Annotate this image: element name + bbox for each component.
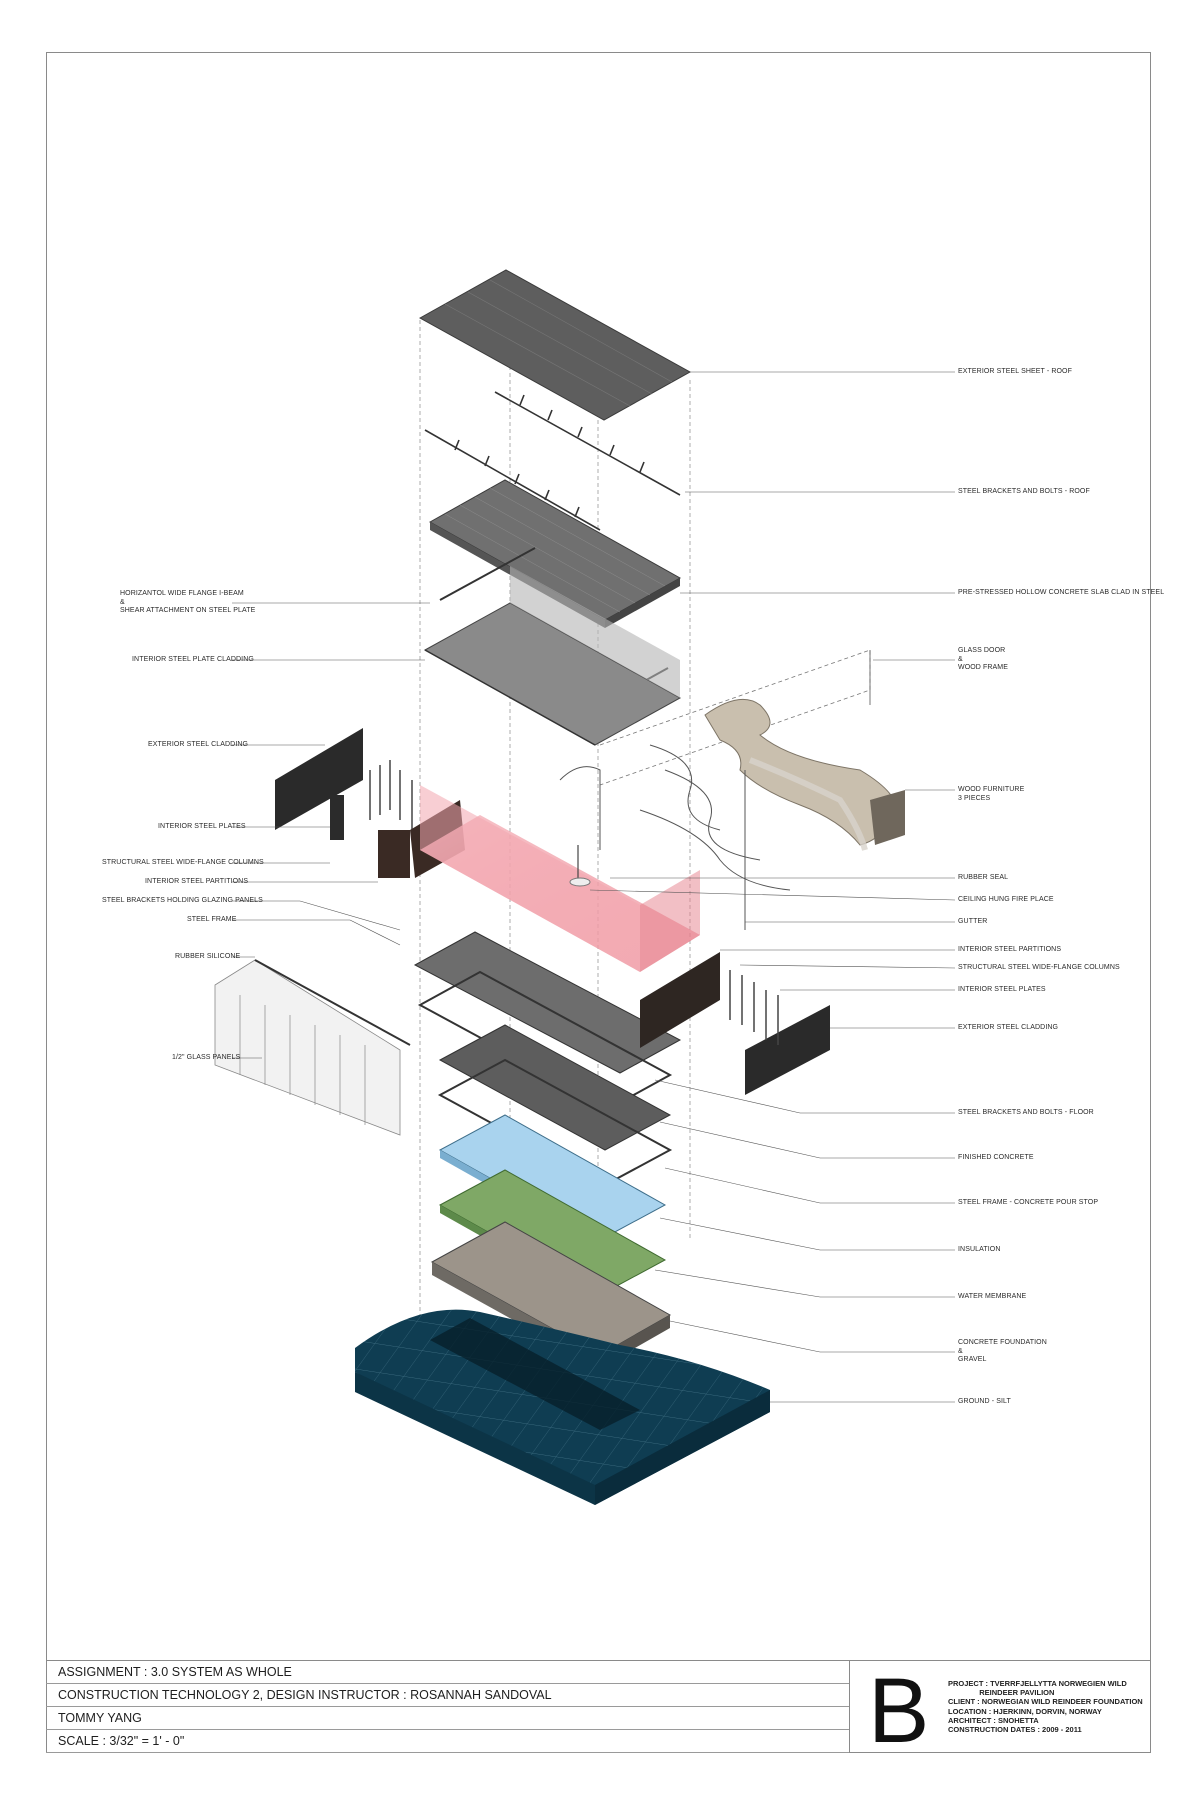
- student-row: TOMMY YANG: [46, 1707, 849, 1730]
- label-pour-stop-frame: STEEL FRAME - CONCRETE POUR STOP: [958, 1199, 1099, 1206]
- label-steel-brackets-glazing: STEEL BRACKETS HOLDING GLAZING PANELS: [102, 897, 263, 904]
- roof-steel-sheet: [418, 269, 692, 421]
- label-ground-silt: GROUND - SILT: [958, 1398, 1011, 1405]
- project-line: CLIENT : NORWEGIAN WILD REINDEER FOUNDAT…: [948, 1697, 1143, 1707]
- label-rubber-seal: RUBBER SEAL: [958, 874, 1009, 881]
- wood-furniture: [704, 698, 905, 851]
- ground-silt: [355, 1309, 770, 1505]
- label-structural-columns-left: STRUCTURAL STEEL WIDE-FLANGE COLUMNS: [102, 859, 264, 866]
- label-interior-steel-plate-cladding: INTERIOR STEEL PLATE CLADDING: [132, 656, 254, 663]
- label-gutter: GUTTER: [958, 918, 988, 925]
- label-insulation: INSULATION: [958, 1246, 1001, 1253]
- scale-row: SCALE : 3/32" = 1' - 0": [46, 1730, 849, 1753]
- title-block: ASSIGNMENT : 3.0 SYSTEM AS WHOLE CONSTRU…: [46, 1660, 1151, 1757]
- roof-brackets: [424, 391, 681, 531]
- exterior-cladding-left: [275, 728, 363, 830]
- interior-plates-left: [369, 760, 413, 830]
- assignment-row: ASSIGNMENT : 3.0 SYSTEM AS WHOLE: [46, 1661, 849, 1684]
- label-rubber-silicone: RUBBER SILICONE: [175, 953, 241, 960]
- interior-plates-right: [729, 970, 779, 1045]
- leader-lines-right: [589, 371, 956, 1403]
- label-glass-panels: 1/2" GLASS PANELS: [172, 1054, 241, 1061]
- label-horizontal-i-beam: HORIZANTOL WIDE FLANGE I-BEAM & SHEAR AT…: [120, 590, 256, 614]
- project-info: PROJECT : TVERRFJELLYTTA NORWEGIEN WILD …: [948, 1679, 1143, 1734]
- sheet-letter: B: [868, 1660, 930, 1762]
- project-line: CONSTRUCTION DATES : 2009 - 2011: [948, 1725, 1082, 1735]
- label-wood-furniture: WOOD FURNITURE 3 PIECES: [958, 786, 1025, 802]
- glazing-volume: [420, 785, 700, 972]
- glass-panels: [214, 959, 411, 1136]
- project-line: REINDEER PAVILION: [948, 1688, 1055, 1698]
- label-interior-steel-plates-right: INTERIOR STEEL PLATES: [958, 986, 1046, 993]
- title-block-divider: [849, 1661, 850, 1753]
- label-hollow-concrete-slab: PRE-STRESSED HOLLOW CONCRETE SLAB CLAD I…: [958, 589, 1165, 596]
- label-interior-steel-partitions-right: INTERIOR STEEL PARTITIONS: [958, 946, 1062, 953]
- exploded-axonometric-drawing: [214, 269, 956, 1505]
- floor-plate: [413, 931, 682, 1074]
- label-ceiling-hung-fire-place: CEILING HUNG FIRE PLACE: [958, 896, 1054, 903]
- label-interior-steel-plates-left: INTERIOR STEEL PLATES: [158, 823, 246, 830]
- exterior-cladding-right: [640, 952, 830, 1095]
- course-row: CONSTRUCTION TECHNOLOGY 2, DESIGN INSTRU…: [46, 1684, 849, 1707]
- project-line: LOCATION : HJERKINN, DORVIN, NORWAY: [948, 1706, 1102, 1716]
- leader-lines-left: [232, 602, 430, 1059]
- label-exterior-steel-sheet-roof: EXTERIOR STEEL SHEET - ROOF: [958, 368, 1072, 375]
- project-line: ARCHITECT : SNOHETTA: [948, 1715, 1039, 1725]
- label-concrete-foundation: CONCRETE FOUNDATION & GRAVEL: [958, 1339, 1047, 1363]
- label-steel-brackets-roof: STEEL BRACKETS AND BOLTS - ROOF: [958, 488, 1090, 495]
- label-steel-brackets-floor: STEEL BRACKETS AND BOLTS - FLOOR: [958, 1109, 1094, 1116]
- label-interior-steel-partitions-left: INTERIOR STEEL PARTITIONS: [145, 878, 249, 885]
- fireplace-and-pipes: [559, 744, 791, 930]
- project-line: PROJECT : TVERRFJELLYTTA NORWEGIEN WILD: [948, 1679, 1127, 1688]
- label-glass-door-wood-frame: GLASS DOOR & WOOD FRAME: [958, 647, 1008, 671]
- label-exterior-steel-cladding-left: EXTERIOR STEEL CLADDING: [148, 741, 249, 748]
- label-exterior-steel-cladding-right: EXTERIOR STEEL CLADDING: [958, 1024, 1059, 1031]
- label-steel-frame: STEEL FRAME: [187, 916, 237, 923]
- interior-steel-plate-cladding: [423, 566, 682, 746]
- label-finished-concrete: FINISHED CONCRETE: [958, 1154, 1034, 1161]
- label-structural-columns-right: STRUCTURAL STEEL WIDE-FLANGE COLUMNS: [958, 964, 1120, 971]
- label-water-membrane: WATER MEMBRANE: [958, 1293, 1027, 1300]
